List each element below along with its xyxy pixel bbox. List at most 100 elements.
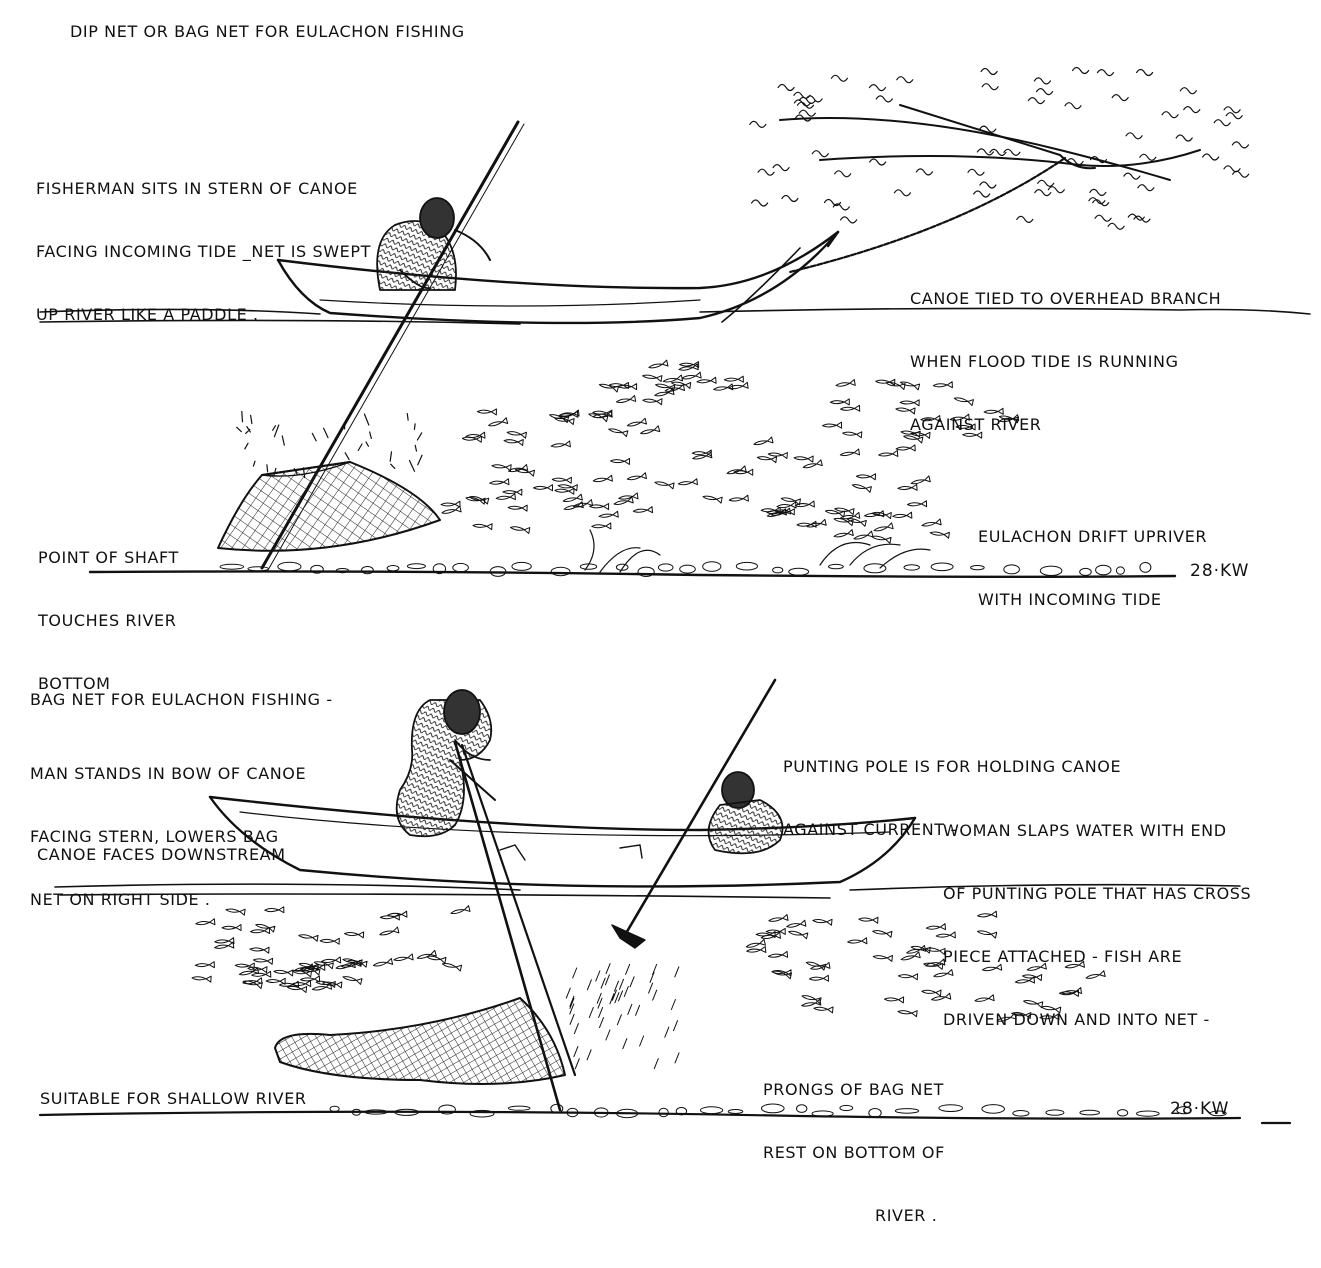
fish-mark [558,410,579,418]
fish-mark [214,937,235,945]
stone-mark [615,563,629,571]
stone-mark [788,567,810,576]
fish-mark [495,493,516,501]
fish-mark [833,517,854,527]
fish-mark [618,492,639,500]
fish-mark [507,464,529,473]
stone-mark [903,564,920,571]
suitable-note: SUITABLE FOR SHALLOW RIVER [40,1089,307,1108]
fish-mark [829,398,850,406]
fish-mark [393,953,414,962]
fish-mark [342,976,363,985]
stone-mark [970,565,985,571]
stone-mark [1039,565,1063,576]
fish-mark [502,488,523,496]
fish-mark [319,937,340,945]
stone-mark [1095,564,1112,576]
fish-mark [305,963,326,971]
fish-mark [379,913,400,921]
fish-mark [252,957,274,965]
fish-mark [824,509,846,518]
note-line: WHEN FLOOD TIDE IS RUNNING [910,352,1179,371]
fish-mark [802,459,823,469]
fish-mark [713,383,734,391]
note-line: FACING STERN, LOWERS BAG [30,827,279,846]
fish-mark [871,535,892,544]
fish-mark [900,430,921,438]
fish-mark [925,923,947,931]
stone-mark [1012,1110,1030,1117]
fish-mark [613,496,634,505]
note-line: PRONGS OF BAG NET [763,1080,945,1099]
fish-mark [592,410,613,419]
fish-mark [801,998,822,1007]
fish-mark [981,963,1003,972]
fish-mark [977,910,998,918]
fish-mark [788,930,809,940]
fish-mark [387,910,408,918]
fish-mark [872,954,893,962]
fish-mark [654,388,675,397]
fish-mark [265,977,286,985]
note-line: MAN STANDS IN BOW OF CANOE [30,764,307,783]
stone-mark [1003,564,1020,575]
fish-mark [642,398,663,406]
fish-mark [920,415,941,423]
fish-mark [264,906,285,914]
fish-mark [321,956,342,964]
overhead-branch [749,66,1250,230]
fish-mark [723,375,744,383]
stone-mark [386,565,400,572]
fish-mark [640,425,661,435]
bag-net [274,997,566,1085]
note-line: CANOE TIED TO OVERHEAD BRANCH [910,289,1222,308]
fish-mark [1023,1000,1044,1009]
fish-mark [588,413,609,423]
fish-mark [696,376,717,384]
fish-mark [679,361,700,369]
eulachon-school-top [440,359,1020,544]
top-water-surface [39,307,1311,325]
fish-mark [242,980,263,990]
stone-mark [310,564,324,574]
fish-mark [469,496,490,505]
fish-mark [873,522,894,532]
stone-mark [1079,1109,1100,1116]
fish-mark [910,431,931,439]
stone-mark [772,566,784,574]
stone-mark [550,1103,564,1114]
fish-mark [461,435,483,443]
note-line: REST ON BOTTOM OF [763,1143,945,1162]
fish-mark [796,520,817,528]
stone-mark [863,563,887,574]
fish-mark [1022,974,1043,982]
fish-mark [835,379,856,387]
fish-mark [767,950,789,958]
fish-mark [810,961,831,970]
fish-mark [592,474,613,483]
stone-mark [364,1109,388,1115]
fish-mark [251,970,272,978]
stone-mark [511,561,532,571]
fish-mark [910,475,931,485]
stone-mark [438,1104,456,1115]
stone-mark [702,561,722,572]
stone-mark [616,1108,639,1119]
stone-mark [1209,1110,1227,1117]
fish-mark [214,941,235,949]
fish-mark [786,919,807,928]
top-scene [39,66,1311,578]
stone-mark [727,1109,744,1114]
stone-mark [593,1107,609,1118]
fish-mark [506,431,527,439]
fish-mark [572,499,594,508]
fish-mark [842,431,863,439]
fish-mark [801,995,822,1005]
fish-mark [906,944,927,954]
stone-mark [277,561,302,572]
note-line: WOMAN SLAPS WATER WITH END [943,821,1227,840]
note-line: EULACHON DRIFT UPRIVER [978,527,1208,546]
stone-mark [550,566,571,577]
fish-mark [756,456,778,464]
stone-mark [507,1105,531,1111]
